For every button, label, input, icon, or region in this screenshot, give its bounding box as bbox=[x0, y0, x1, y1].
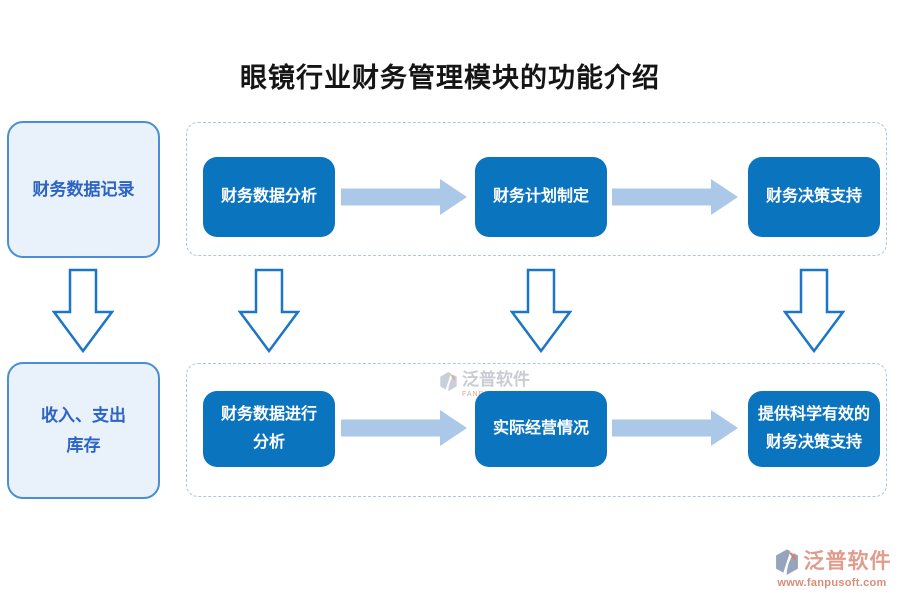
flow-step-financial-data-analysis: 财务数据分析 bbox=[203, 157, 335, 237]
footer-brand-row: 泛普软件 bbox=[770, 547, 894, 577]
bottom-flow-panel bbox=[186, 363, 887, 497]
footer-brand-url: www.fanpusoft.com bbox=[777, 577, 887, 589]
flow-step-financial-plan-making: 财务计划制定 bbox=[475, 157, 607, 237]
flow-step-actual-operation-status: 实际经营情况 bbox=[475, 391, 607, 467]
down-arrow-icon bbox=[52, 268, 114, 354]
down-arrow-icon bbox=[783, 268, 845, 354]
side-box-financial-data-record: 财务数据记录 bbox=[7, 121, 160, 258]
down-arrow-icon bbox=[238, 268, 300, 354]
top-flow-panel bbox=[186, 122, 887, 256]
fanpu-logo-mark-icon bbox=[440, 371, 457, 392]
down-arrow-icon bbox=[510, 268, 572, 354]
page-title: 眼镜行业财务管理模块的功能介绍 bbox=[240, 63, 660, 93]
fanpu-logo-mark-icon bbox=[775, 549, 798, 575]
footer-brand-name: 泛普软件 bbox=[803, 550, 892, 574]
footer-brand: 泛普软件 www.fanpusoft.com bbox=[770, 547, 894, 589]
flow-step-financial-decision-support: 财务决策支持 bbox=[748, 157, 880, 237]
right-arrow-icon bbox=[341, 179, 467, 215]
flow-step-financial-data-analyzing: 财务数据进行 分析 bbox=[203, 391, 335, 467]
flow-step-scientific-decision-support: 提供科学有效的 财务决策支持 bbox=[748, 391, 880, 467]
side-box-income-expense-inventory: 收入、支出 库存 bbox=[7, 362, 160, 499]
right-arrow-icon bbox=[612, 410, 738, 446]
right-arrow-icon bbox=[612, 179, 738, 215]
right-arrow-icon bbox=[341, 410, 467, 446]
watermark-brand-name: 泛普软件 bbox=[462, 370, 530, 389]
